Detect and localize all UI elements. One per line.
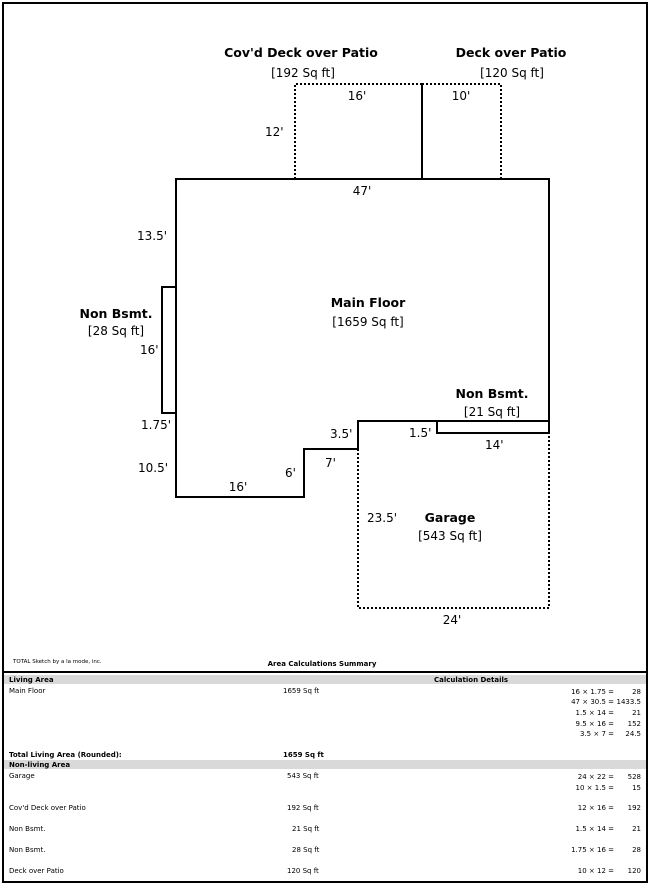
nonliving-row-area: 28 Sq ft — [292, 846, 320, 854]
dim-nonbsmt-right-len: 14' — [485, 438, 504, 452]
living-area-header-band — [4, 675, 646, 684]
living-row-area: 1659 Sq ft — [283, 687, 320, 695]
garage-name: Garage — [424, 510, 476, 525]
summary-title: Area Calculations Summary — [267, 660, 377, 668]
calc-expr: 10 × 1.5 = — [575, 784, 614, 792]
total-living-value: 1659 Sq ft — [283, 751, 324, 759]
calc-expr: 24 × 22 = — [577, 773, 614, 781]
dim-bottom-left: 16' — [228, 480, 248, 494]
calc-result: 120 — [627, 867, 641, 875]
nonbsmt-right-size: [21 Sq ft] — [463, 405, 521, 419]
dim-nonbsmt-left-len: 16' — [140, 343, 159, 357]
calc-details-header: Calculation Details — [434, 676, 509, 684]
total-living-label: Total Living Area (Rounded): — [9, 751, 122, 759]
calc-result: 21 — [632, 825, 641, 833]
garage-outline — [357, 433, 550, 609]
nonliving-row-name: Deck over Patio — [9, 867, 64, 875]
dim-left-small: 1.75' — [141, 418, 172, 432]
calc-expr: 1.5 × 14 = — [575, 709, 614, 717]
calc-expr: 1.5 × 14 = — [575, 825, 614, 833]
calc-expr: 1.75 × 16 = — [571, 846, 614, 854]
garage-size: [543 Sq ft] — [418, 529, 482, 543]
calc-result: 24.5 — [625, 730, 641, 738]
calc-result: 15 — [632, 784, 641, 792]
covd-deck-name: Cov'd Deck over Patio — [224, 45, 378, 60]
calc-expr: 3.5 × 7 = — [580, 730, 614, 738]
dim-step-vertical: 6' — [285, 466, 296, 480]
calc-expr: 47 × 30.5 = — [571, 698, 614, 706]
calc-result: 528 — [627, 773, 641, 781]
dim-deck-depth: 12' — [265, 125, 284, 139]
area-calculations-table: Living Area Calculation Details Main Flo… — [4, 671, 646, 879]
calc-result: 28 — [632, 688, 641, 696]
dim-covd-deck-width: 16' — [347, 89, 367, 103]
nonliving-row-area: 120 Sq ft — [287, 867, 319, 875]
calc-result: 1433.5 — [616, 698, 642, 706]
dim-left-upper: 13.5' — [137, 229, 168, 243]
nonliving-row-area: 21 Sq ft — [292, 825, 320, 833]
nonbsmt-right-name: Non Bsmt. — [455, 386, 529, 401]
calc-result: 28 — [632, 846, 641, 854]
living-area-header: Living Area — [9, 676, 54, 684]
deck-size: [120 Sq ft] — [480, 66, 544, 80]
floor-plan-sketch — [161, 83, 550, 609]
dim-nonbsmt-right-small: 1.5' — [409, 426, 432, 440]
calc-expr: 9.5 × 16 = — [575, 720, 614, 728]
main-floor-outline — [175, 178, 550, 498]
nonliving-header: Non-living Area — [9, 761, 71, 769]
dim-left-lower: 10.5' — [138, 461, 169, 475]
dim-garage-width: 24' — [442, 613, 462, 627]
calc-result: 152 — [627, 720, 641, 728]
nonliving-row-name: Cov'd Deck over Patio — [9, 804, 86, 812]
calc-expr: 12 × 16 = — [577, 804, 614, 812]
calc-result: 21 — [632, 709, 641, 717]
covd-deck-size: [192 Sq ft] — [271, 66, 335, 80]
nonliving-header-band — [4, 760, 646, 769]
calc-expr: 10 × 12 = — [577, 867, 614, 875]
nonliving-row-area: 543 Sq ft — [287, 772, 319, 780]
calc-expr: 16 × 1.75 = — [571, 688, 614, 696]
nonliving-row-name: Non Bsmt. — [9, 846, 46, 854]
nonbsmt-left-size: [28 Sq ft] — [87, 324, 145, 338]
main-floor-size: [1659 Sq ft] — [332, 315, 404, 329]
main-floor-name: Main Floor — [330, 295, 406, 310]
nonbsmt-left-outline — [161, 286, 176, 414]
dim-main-top: 47' — [352, 184, 372, 198]
deck-name: Deck over Patio — [455, 45, 567, 60]
dim-step-horizontal: 7' — [325, 456, 336, 470]
dim-deck-width: 10' — [451, 89, 471, 103]
brand-text: TOTAL Sketch by a la mode, inc. — [13, 659, 102, 665]
dim-step-top: 3.5' — [330, 427, 353, 441]
nonliving-row-area: 192 Sq ft — [287, 804, 319, 812]
nonliving-row-name: Garage — [9, 772, 35, 780]
nonbsmt-left-name: Non Bsmt. — [79, 306, 153, 321]
nonliving-row-name: Non Bsmt. — [9, 825, 46, 833]
calc-result: 192 — [627, 804, 641, 812]
living-row-name: Main Floor — [9, 687, 46, 695]
dim-garage-depth: 23.5' — [367, 511, 398, 525]
